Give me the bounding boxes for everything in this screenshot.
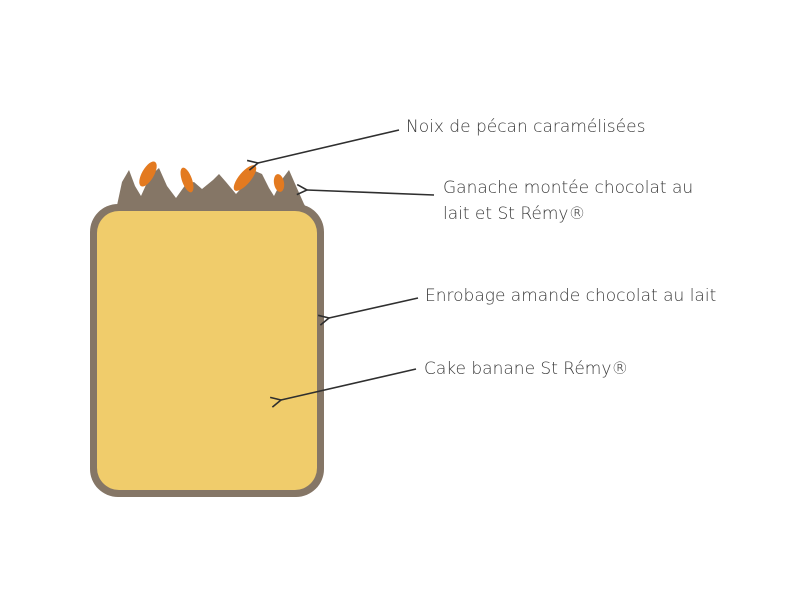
pecan-piece-3 (233, 165, 257, 191)
label-ganache: Ganache montée chocolat au lait et St Ré… (443, 175, 693, 227)
label-ganache-line2: lait et St Rémy® (443, 204, 586, 224)
arrow-enrobage (329, 297, 419, 318)
label-pecan: Noix de pécan caramélisées (406, 117, 646, 137)
cake-body (97, 211, 317, 490)
arrow-ganache (307, 190, 435, 196)
pecan-piece-4 (273, 174, 285, 192)
label-enrobage: Enrobage amande chocolat au lait (425, 286, 717, 306)
label-cake: Cake banane St Rémy® (424, 359, 629, 379)
pecan-piece-2 (180, 167, 194, 193)
pecan-piece-1 (139, 161, 157, 187)
label-ganache-line1: Ganache montée chocolat au (443, 178, 694, 198)
arrow-pecan (258, 129, 400, 163)
arrow-cake (281, 368, 417, 400)
